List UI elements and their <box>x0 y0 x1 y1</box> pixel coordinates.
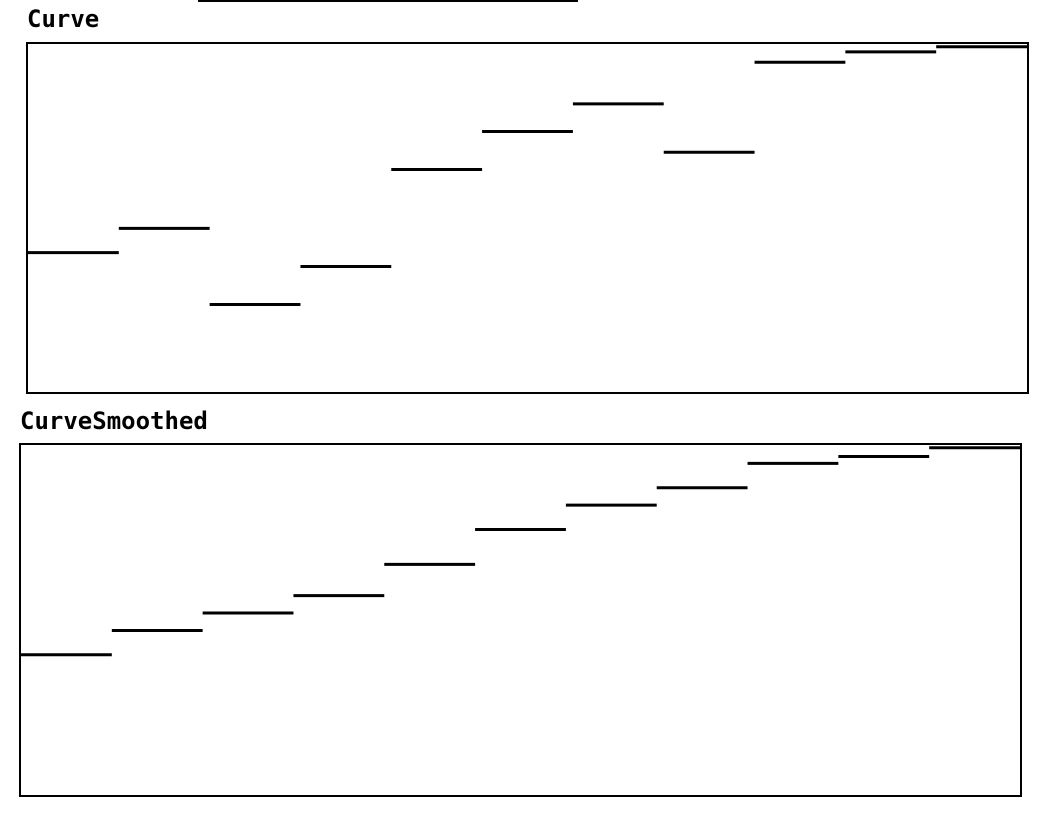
chart-curve <box>26 42 1029 394</box>
plot-frame <box>19 443 1022 797</box>
chart-curve-svg <box>26 42 1029 394</box>
chart-title-curve-smoothed: CurveSmoothed <box>20 407 208 435</box>
chart-curve-smoothed <box>19 443 1022 797</box>
chart-curve-smoothed-svg <box>19 443 1022 797</box>
top-divider-line <box>198 0 578 2</box>
plot-frame <box>26 42 1029 394</box>
chart-title-curve: Curve <box>27 5 100 33</box>
